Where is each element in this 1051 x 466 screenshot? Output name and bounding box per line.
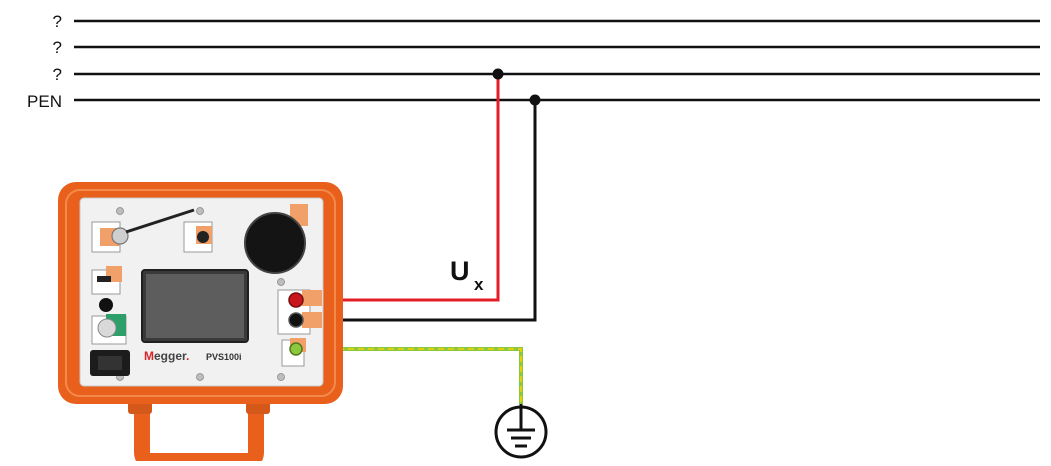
pvs100i-device: Megger. PVS100i [58,182,343,466]
black-terminal[interactable] [288,312,304,328]
conductor-lines: ? ? ? PEN [27,12,1040,111]
red-test-wire [298,74,500,302]
terminal-label-1 [302,290,322,306]
brand-logo-dot: . [186,349,189,363]
display-glass [146,274,244,338]
junction-dot-pen [529,94,541,106]
antenna-icon [125,208,195,234]
function-button[interactable] [99,298,113,312]
antenna-connector [111,227,129,245]
rotary-knob[interactable] [244,212,306,274]
earth-wire-yellow-stripe [298,348,522,404]
power-switch[interactable] [97,318,117,338]
junction-dot-l3 [492,68,504,80]
gsm-connector [197,231,209,243]
measurement-wires [298,68,541,404]
mains-inlet-socket [98,356,122,370]
model-label: PVS100i [206,352,242,362]
device-case-rim [65,189,336,397]
black-test-wire [298,100,537,322]
red-terminal[interactable] [288,292,304,308]
voltage-label-sub: x [474,275,484,294]
brand-logo-rest: egger [154,349,187,363]
brand-logo: Megger. [144,349,189,363]
line-label-l2: ? [53,38,62,57]
panel-screws [116,207,285,381]
voltage-label: U x [450,256,484,294]
line-label-pen: PEN [27,92,62,111]
earth-terminal[interactable] [289,342,303,356]
device-handle [134,398,264,466]
usb-icon [97,276,111,282]
line-label-l1: ? [53,12,62,31]
terminal-label-2 [302,312,322,328]
voltage-label-main: U [450,256,470,286]
brand-logo-m: M [144,349,154,363]
line-label-l3: ? [53,65,62,84]
ground-icon [494,404,548,459]
